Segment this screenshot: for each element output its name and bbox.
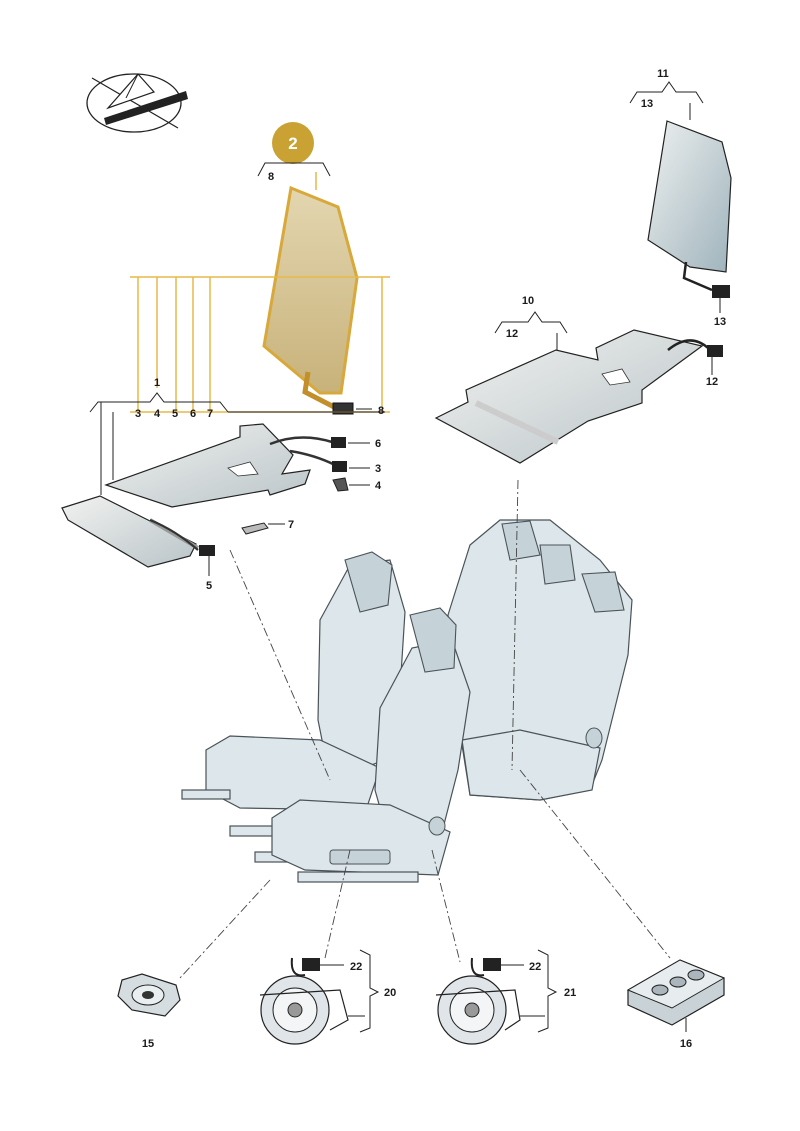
- label-3-front: 3: [375, 463, 381, 475]
- callout-group-1: [89, 392, 385, 495]
- rear-backrest-heater: [629, 81, 732, 313]
- label-10: 10: [522, 295, 534, 307]
- label-5: 5: [172, 408, 178, 420]
- label-8-top: 8: [268, 171, 274, 183]
- dash-leaders: [179, 479, 671, 979]
- part-16-control-unit: [626, 959, 726, 1032]
- label-8-front: 8: [378, 405, 384, 417]
- badge-number: 2: [288, 134, 297, 153]
- label-1: 1: [154, 377, 160, 389]
- label-3: 3: [135, 408, 141, 420]
- diagram-badge: 2: [272, 122, 314, 164]
- label-16: 16: [680, 1038, 692, 1050]
- label-4: 4: [154, 408, 161, 420]
- front-leader-lines: [208, 408, 372, 576]
- front-cushion-heater: [61, 423, 349, 568]
- label-13: 13: [714, 316, 726, 328]
- part-20-fan: [259, 957, 349, 1045]
- label-12-bracket: 12: [506, 328, 518, 340]
- label-5-front: 5: [206, 580, 212, 592]
- label-6-front: 6: [375, 438, 381, 450]
- part-15-module: [117, 973, 181, 1017]
- label-20: 20: [384, 987, 396, 999]
- callout-labels: 1 3 4 5 6 7 8 8 6 3 4 7 5 10 12 12 11 13…: [135, 68, 726, 1050]
- part-21-fan: [435, 957, 521, 1045]
- label-13-bracket: 13: [641, 98, 653, 110]
- label-21: 21: [564, 987, 576, 999]
- label-4-front: 4: [375, 480, 382, 492]
- rear-cushion-heater: [434, 311, 723, 464]
- label-6: 6: [190, 408, 196, 420]
- fan-brackets: [320, 949, 558, 1033]
- label-11: 11: [657, 68, 669, 80]
- label-7-front: 7: [288, 519, 294, 531]
- backrest-heater-highlight: [130, 162, 390, 415]
- label-7: 7: [207, 408, 213, 420]
- car-orientation-icon: [86, 73, 188, 133]
- label-12: 12: [706, 376, 718, 388]
- label-15: 15: [142, 1038, 154, 1050]
- seat-assembly: [181, 519, 633, 883]
- label-22-right: 22: [529, 961, 541, 973]
- label-22-left: 22: [350, 961, 362, 973]
